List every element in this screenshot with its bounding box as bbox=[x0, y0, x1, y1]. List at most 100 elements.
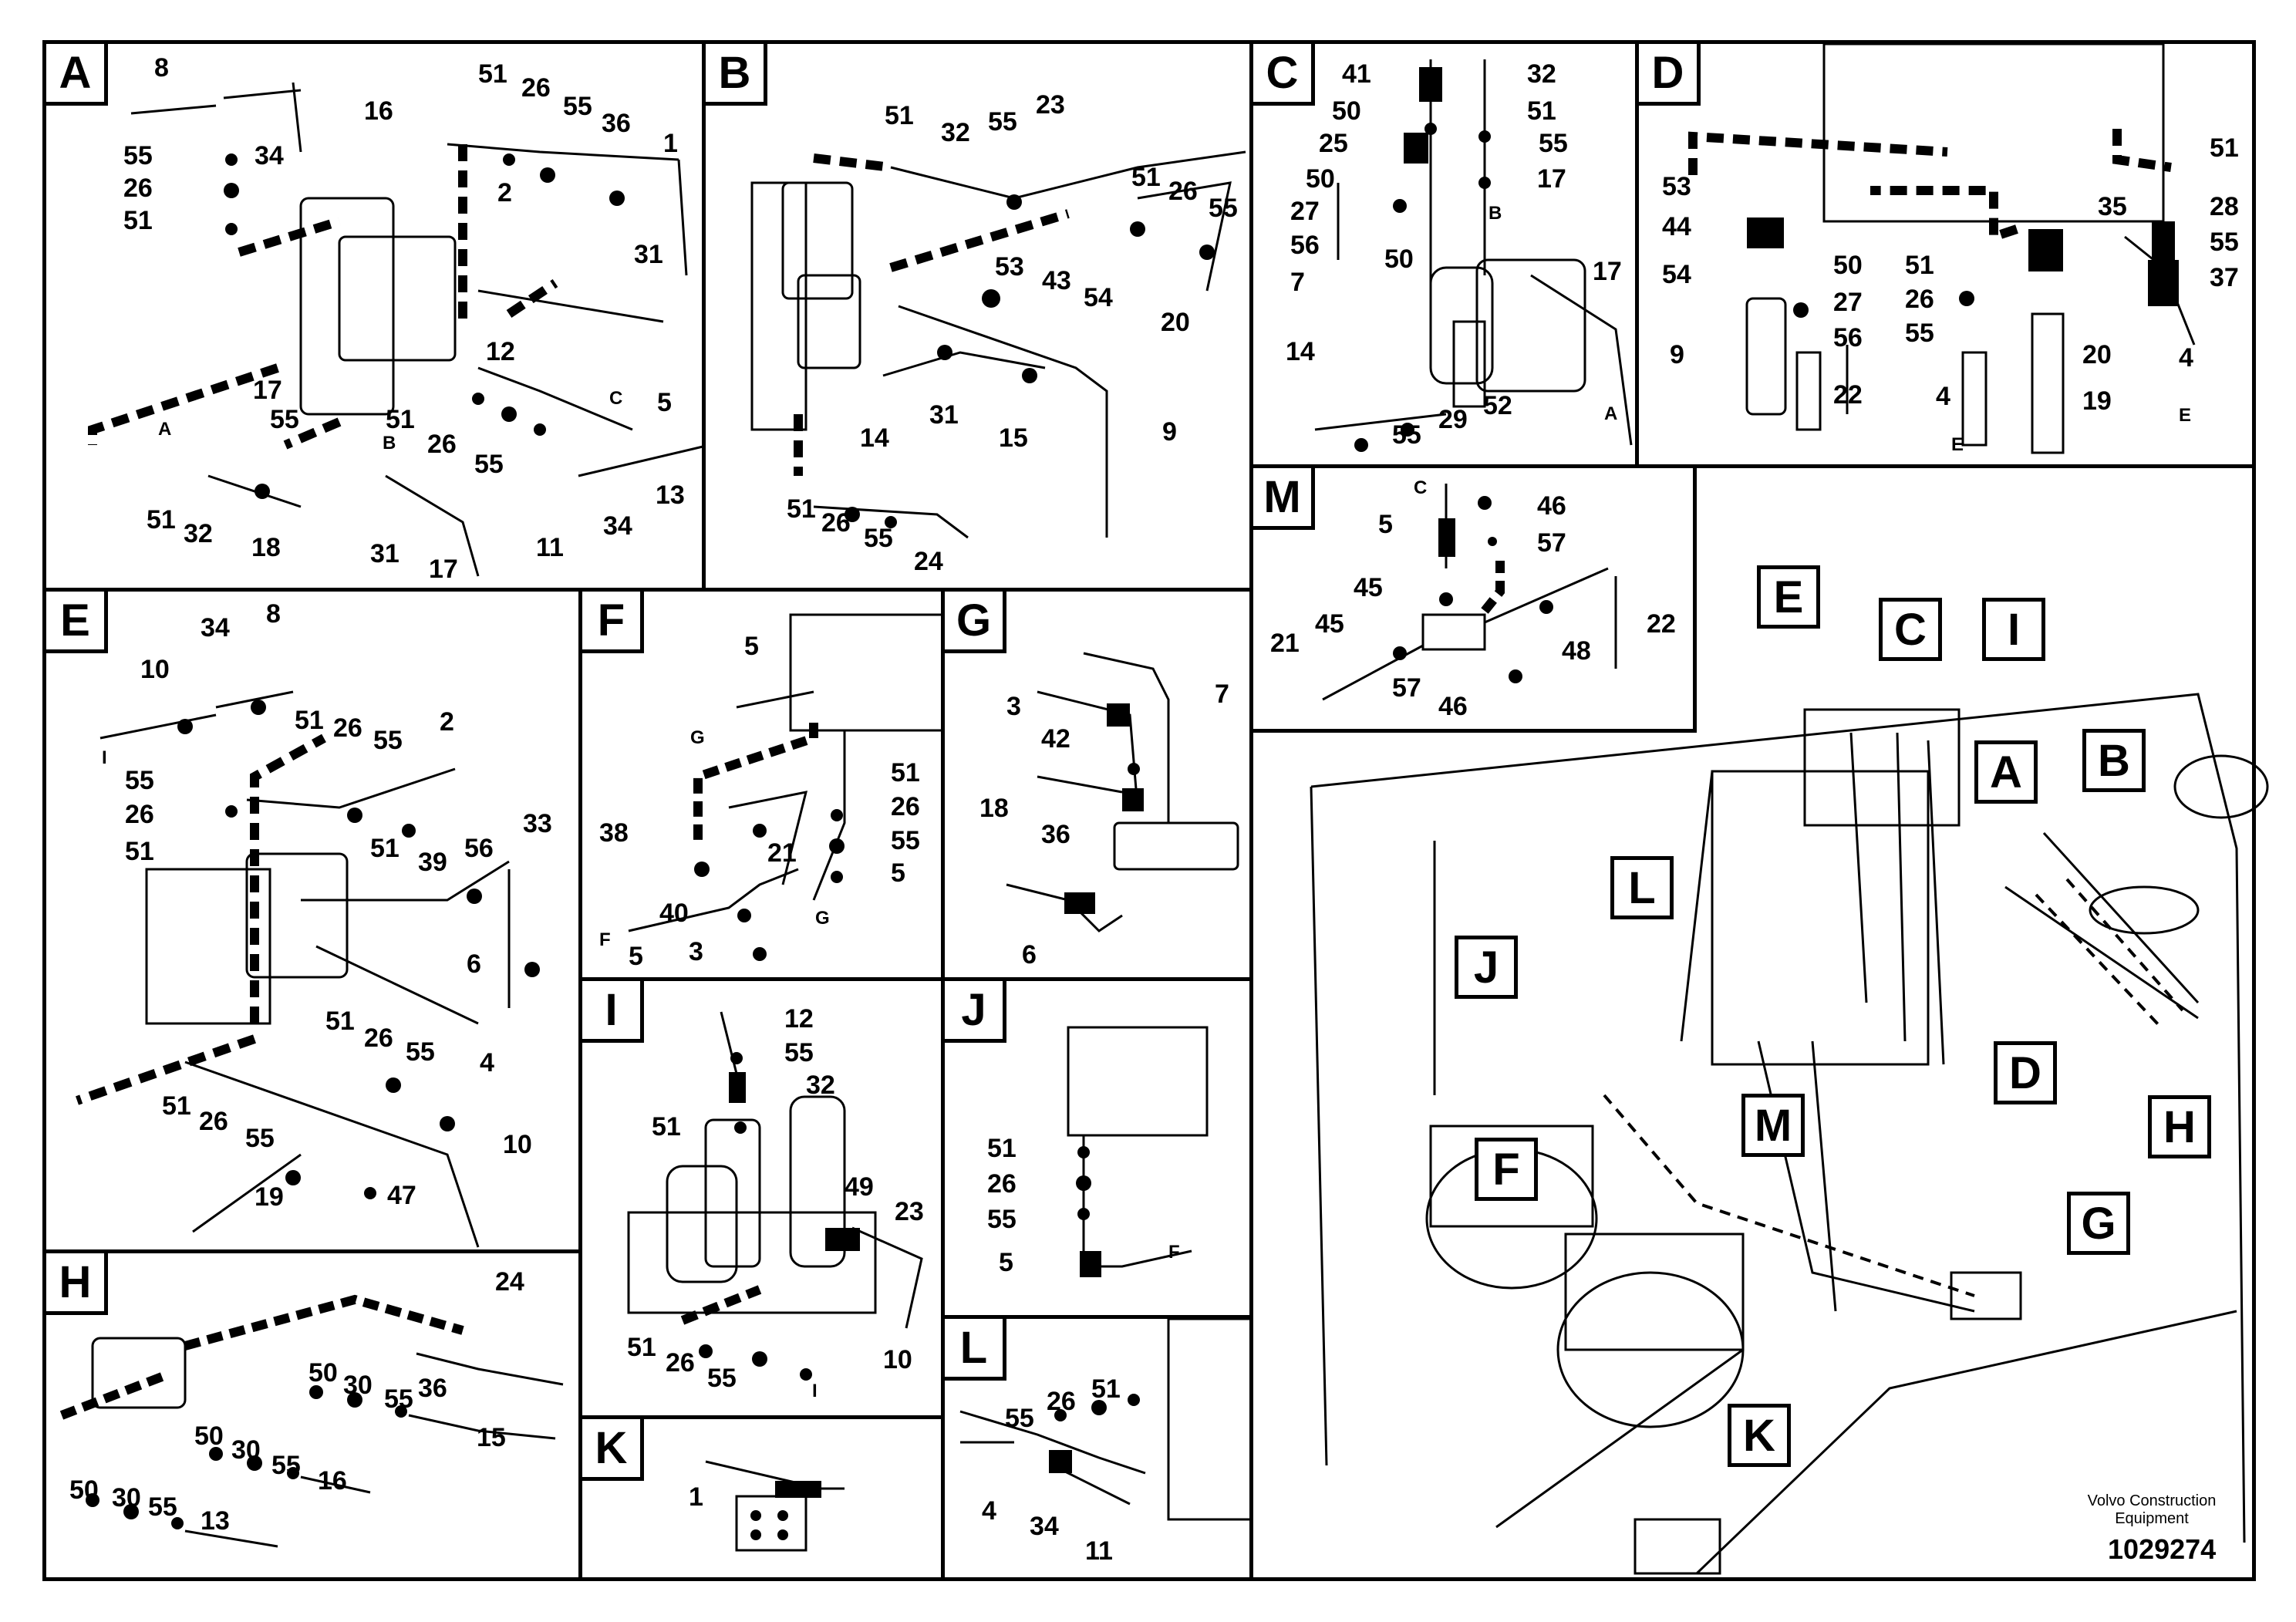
panel-g-drawing bbox=[1006, 652, 1239, 932]
part-number: 26 bbox=[521, 73, 551, 103]
part-number: 51 bbox=[627, 1333, 656, 1362]
part-number: 53 bbox=[1662, 172, 1691, 201]
part-number: 51 bbox=[1527, 96, 1556, 126]
part-number: 23 bbox=[895, 1197, 924, 1226]
part-number: 5 bbox=[657, 388, 672, 417]
part-number: 54 bbox=[1084, 283, 1113, 312]
part-number: 16 bbox=[364, 96, 393, 126]
part-number: 14 bbox=[860, 423, 889, 453]
part-number: 55 bbox=[148, 1492, 177, 1522]
callout-e: E bbox=[1757, 565, 1820, 629]
part-number: 51 bbox=[295, 706, 324, 735]
part-number: 54 bbox=[1662, 260, 1691, 289]
part-number: E bbox=[2179, 405, 2192, 426]
part-number: 55 bbox=[988, 107, 1017, 137]
part-number: 18 bbox=[251, 533, 281, 562]
part-number: 29 bbox=[1438, 405, 1468, 434]
part-number: I bbox=[102, 747, 107, 768]
part-number: 23 bbox=[1036, 90, 1065, 120]
part-number: 20 bbox=[2082, 340, 2112, 369]
part-number: 34 bbox=[603, 511, 632, 541]
panel-j-label: J bbox=[945, 981, 1006, 1043]
part-number: 15 bbox=[999, 423, 1028, 453]
part-number: 51 bbox=[987, 1134, 1017, 1163]
part-number: 26 bbox=[125, 800, 154, 829]
panel-l-drawing bbox=[959, 1319, 1249, 1521]
part-number: 38 bbox=[599, 818, 629, 848]
part-number: 11 bbox=[536, 533, 564, 562]
part-number: 33 bbox=[523, 809, 552, 838]
part-number: 55 bbox=[1005, 1404, 1034, 1433]
part-number: 51 bbox=[370, 834, 400, 863]
part-number: 36 bbox=[1041, 820, 1070, 849]
part-number: B bbox=[1489, 203, 1502, 224]
part-number: 51 bbox=[1905, 251, 1934, 280]
part-number: 36 bbox=[602, 109, 631, 138]
part-number: 50 bbox=[69, 1475, 99, 1505]
panel-h: H 24 50 30 55 36 15 50 30 55 16 50 30 55… bbox=[42, 1249, 582, 1581]
part-number: 4 bbox=[480, 1048, 494, 1077]
part-number: 34 bbox=[255, 141, 284, 170]
callout-g: G bbox=[2067, 1192, 2130, 1255]
panel-i-label: I bbox=[582, 981, 644, 1043]
part-number: 55 bbox=[123, 141, 153, 170]
part-number: C bbox=[609, 388, 623, 409]
part-number: 55 bbox=[784, 1038, 814, 1067]
part-number: 52 bbox=[1483, 391, 1512, 420]
part-number: 50 bbox=[308, 1358, 338, 1388]
callout-h: H bbox=[2148, 1095, 2211, 1158]
panel-c-drawing bbox=[1314, 59, 1633, 452]
part-number: 2 bbox=[440, 707, 454, 737]
part-number: 56 bbox=[1290, 231, 1320, 260]
part-number: 8 bbox=[266, 599, 281, 629]
part-number: 21 bbox=[1270, 629, 1300, 658]
part-number: 51 bbox=[147, 505, 176, 534]
panel-l-label: L bbox=[945, 1319, 1006, 1381]
part-number: 26 bbox=[199, 1107, 228, 1136]
part-number: 5 bbox=[999, 1248, 1013, 1277]
part-number: 55 bbox=[1209, 194, 1238, 223]
part-number: 55 bbox=[563, 92, 592, 121]
part-number: 28 bbox=[2210, 192, 2239, 221]
document-number: 1029274 bbox=[2108, 1533, 2217, 1565]
part-number: 24 bbox=[495, 1267, 524, 1297]
part-number: 20 bbox=[1161, 308, 1190, 337]
part-number: 17 bbox=[253, 376, 282, 405]
part-number: 12 bbox=[486, 337, 515, 366]
part-number: 24 bbox=[914, 547, 943, 576]
part-number: E bbox=[1951, 434, 1964, 455]
part-number: F bbox=[599, 929, 611, 950]
part-number: 55 bbox=[2210, 228, 2239, 257]
part-number: 34 bbox=[1030, 1512, 1059, 1541]
part-number: 41 bbox=[1342, 59, 1371, 89]
part-number: 3 bbox=[689, 937, 703, 966]
panel-f: F 5 G 51 26 55 38 21 5 F 40 G 5 3 bbox=[578, 588, 945, 981]
part-number: A bbox=[1604, 403, 1618, 424]
part-number: 40 bbox=[659, 899, 689, 928]
part-number: 21 bbox=[767, 838, 797, 868]
part-number: 10 bbox=[883, 1345, 912, 1374]
part-number: 44 bbox=[1662, 212, 1691, 241]
part-number: G bbox=[815, 908, 830, 929]
part-number: 55 bbox=[707, 1364, 737, 1393]
part-number: 15 bbox=[477, 1423, 506, 1452]
panel-m-label: M bbox=[1253, 468, 1315, 530]
panel-m-drawing bbox=[1322, 484, 1617, 701]
part-number: 42 bbox=[1041, 724, 1070, 754]
part-number: 4 bbox=[1936, 382, 1950, 411]
part-number: F bbox=[1168, 1242, 1180, 1263]
panel-i: I 12 55 32 51 49 23 51 26 55 10 I bbox=[578, 977, 945, 1419]
part-number: 12 bbox=[784, 1004, 814, 1034]
panel-j: J 51 26 55 5 F bbox=[941, 977, 1253, 1319]
part-number: I bbox=[812, 1381, 818, 1401]
part-number: 55 bbox=[373, 726, 403, 755]
part-number: 48 bbox=[1562, 636, 1591, 666]
part-number: 26 bbox=[333, 713, 362, 743]
panel-d-drawing bbox=[1688, 44, 2196, 454]
brand-caption: Volvo Construction Equipment bbox=[2087, 1492, 2217, 1527]
part-number: 50 bbox=[194, 1421, 224, 1451]
part-number: 51 bbox=[652, 1112, 681, 1141]
part-number: 55 bbox=[384, 1384, 413, 1414]
part-number: 26 bbox=[427, 430, 457, 459]
part-number: 32 bbox=[806, 1071, 835, 1100]
